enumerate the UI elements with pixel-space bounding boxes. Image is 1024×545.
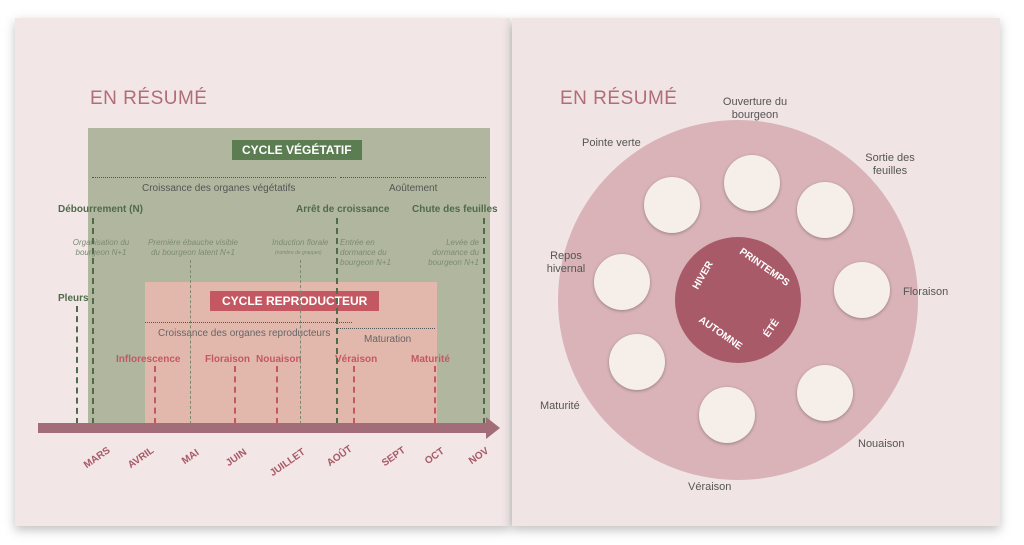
timeline-arrowhead	[486, 417, 500, 439]
aoutement-arrow	[340, 177, 486, 178]
repro-growth-label: Croissance des organes reproducteurs	[158, 328, 331, 339]
veg-growth-arrow	[92, 177, 336, 178]
stage-repos: Repos hivernal	[546, 250, 586, 275]
dash-line	[234, 366, 236, 424]
floraison-icon	[834, 262, 890, 318]
dash-line	[154, 366, 156, 424]
reproductive-cycle-badge: CYCLE REPRODUCTEUR	[210, 291, 380, 311]
nouaison-label: Nouaison	[256, 354, 302, 365]
maturation-label: Maturation	[364, 334, 412, 345]
dash-line	[276, 366, 278, 424]
induction-sub-label: (nombre de grappes)	[275, 250, 322, 256]
repos-icon	[594, 254, 650, 310]
timeline-arrow	[38, 423, 488, 433]
veraison-icon	[699, 387, 755, 443]
arret-label: Arrêt de croissance	[296, 204, 390, 215]
entree-label: Entrée en dormance du bourgeon N+1	[340, 238, 391, 267]
stage-floraison: Floraison	[903, 286, 949, 298]
inflorescence-label: Inflorescence	[116, 354, 181, 365]
nouaison-icon	[797, 365, 853, 421]
debourrement-label: Débourrement (N)	[58, 204, 144, 215]
ebauche-label: Première ébauche visible du bourgeon lat…	[148, 238, 238, 257]
season-center	[675, 237, 801, 363]
aoutement-label: Aoûtement	[389, 183, 438, 194]
maturite-label: Maturité	[411, 354, 450, 365]
dash-line	[76, 306, 78, 424]
pointe-verte-icon	[644, 177, 700, 233]
stage-sortie: Sortie des feuilles	[865, 152, 915, 177]
stage-ouverture: Ouverture du bourgeon	[722, 96, 788, 121]
stage-pointe-verte: Pointe verte	[582, 137, 641, 149]
left-title: EN RÉSUMÉ	[90, 88, 208, 109]
induction-label: Induction florale	[272, 238, 329, 247]
levee-label: Levée de dormance du bourgeon N+1	[428, 238, 479, 267]
right-title: EN RÉSUMÉ	[560, 88, 678, 109]
ouverture-icon	[724, 155, 780, 211]
stage-veraison: Véraison	[688, 481, 732, 493]
organisation-label: Organisation du bourgeon N+1	[72, 238, 130, 257]
sortie-feuilles-icon	[797, 182, 853, 238]
dash-line	[483, 218, 485, 424]
pleurs-label: Pleurs	[58, 293, 89, 304]
chute-label: Chute des feuilles	[412, 204, 498, 215]
veraison-label: Véraison	[335, 354, 378, 365]
dash-line	[353, 366, 355, 424]
dash-line	[190, 260, 191, 424]
maturite-icon	[609, 334, 665, 390]
repro-growth-arrow	[145, 322, 352, 323]
stage-maturite: Maturité	[540, 400, 580, 412]
dash-line	[434, 366, 436, 424]
veg-growth-label: Croissance des organes végétatifs	[142, 183, 296, 194]
dash-line	[336, 218, 338, 424]
dash-line	[300, 260, 301, 424]
dash-line	[92, 218, 94, 424]
stage-nouaison: Nouaison	[858, 438, 905, 450]
vegetative-cycle-badge: CYCLE VÉGÉTATIF	[232, 140, 362, 160]
floraison-label: Floraison	[205, 354, 251, 365]
maturation-arrow	[338, 328, 435, 329]
